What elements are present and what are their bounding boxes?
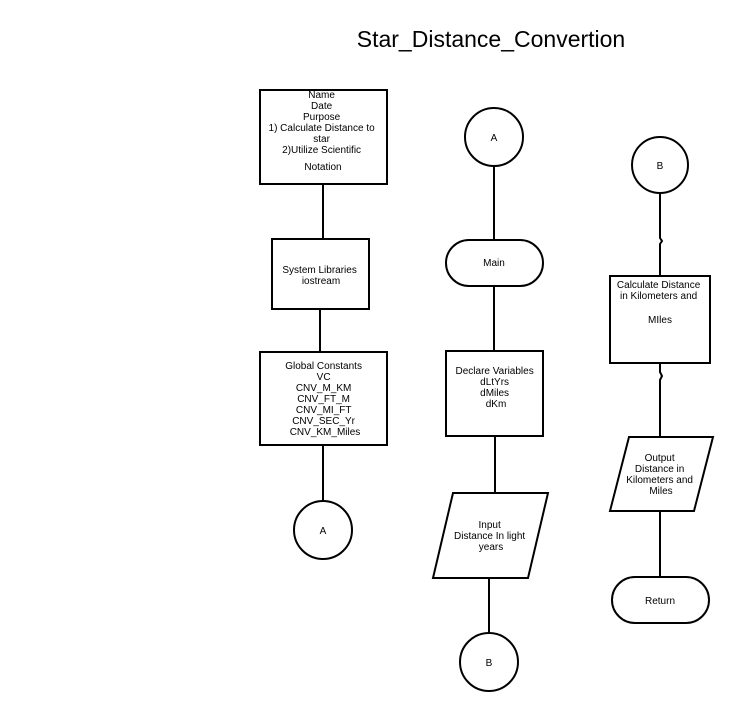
header-line: Date	[311, 101, 333, 112]
header-box-text: Name Date Purpose 1) Calculate Distance …	[269, 90, 378, 173]
libraries-box-text: System Libraries iostream	[282, 265, 359, 287]
declare-line: Declare Variables	[456, 366, 534, 377]
connector-b-top	[631, 136, 689, 194]
input-line: years	[479, 542, 503, 553]
output-line: Kilometers and	[626, 475, 693, 486]
output-line: Distance in	[635, 464, 684, 475]
header-line: 1) Calculate Distance to	[269, 123, 376, 134]
declare-box	[445, 350, 544, 437]
libraries-line: iostream	[302, 276, 340, 287]
connector-a-bottom	[293, 500, 353, 560]
output-line: Output	[645, 453, 675, 464]
constants-line: CNV_MI_FT	[296, 405, 351, 416]
main-terminal	[445, 239, 544, 287]
declare-box-text: Declare Variables dLtYrs dMiles dKm	[456, 366, 537, 410]
calculate-line: in Kilometers and	[620, 291, 697, 302]
declare-line: dKm	[486, 399, 507, 410]
declare-line: dLtYrs	[480, 377, 509, 388]
header-line: Name	[308, 90, 335, 101]
constants-line: VC	[317, 372, 331, 383]
connector-a-bottom-label: A	[320, 526, 327, 537]
main-terminal-label: Main	[483, 258, 505, 269]
constants-line: CNV_KM_Miles	[290, 427, 361, 438]
calculate-box-text: Calculate Distance in Kilometers and MIl…	[617, 280, 703, 326]
connector-line	[659, 193, 664, 276]
calculate-line: MIles	[648, 315, 672, 326]
return-terminal	[611, 576, 710, 624]
input-parallelogram	[431, 492, 550, 579]
connector-a-top-label: A	[491, 133, 498, 144]
connector-b-bottom	[459, 632, 519, 692]
return-terminal-label: Return	[645, 596, 675, 607]
header-line: Purpose	[303, 112, 341, 123]
connector-b-bottom-label: B	[486, 658, 493, 669]
constants-box	[259, 351, 388, 446]
constants-line: Global Constants	[285, 361, 362, 372]
header-line: star	[313, 134, 330, 145]
calculate-line: Calculate Distance	[617, 280, 701, 291]
output-parallelogram	[608, 436, 715, 512]
input-line: Distance In light	[454, 531, 525, 542]
output-text: Output Distance in Kilometers and Miles	[626, 453, 695, 497]
header-line: Notation	[304, 162, 341, 173]
header-line: 2)Utilize Scientific	[282, 145, 361, 156]
connector-line	[659, 363, 664, 437]
connector-a-top	[464, 107, 524, 167]
output-line: Miles	[649, 486, 672, 497]
constants-line: CNV_M_KM	[296, 383, 352, 394]
libraries-line: System Libraries	[282, 265, 356, 276]
constants-box-text: Global Constants VC CNV_M_KM CNV_FT_M CN…	[285, 361, 365, 438]
diagram-title: Star_Distance_Convertion	[357, 26, 625, 52]
input-line: Input	[478, 520, 500, 531]
input-text: Input Distance In light years	[454, 520, 528, 553]
libraries-box	[271, 238, 370, 310]
calculate-box	[609, 275, 711, 364]
constants-line: CNV_FT_M	[297, 394, 350, 405]
connector-b-top-label: B	[657, 161, 664, 172]
header-box	[259, 89, 388, 185]
constants-line: CNV_SEC_Yr	[292, 416, 355, 427]
declare-line: dMiles	[480, 388, 509, 399]
